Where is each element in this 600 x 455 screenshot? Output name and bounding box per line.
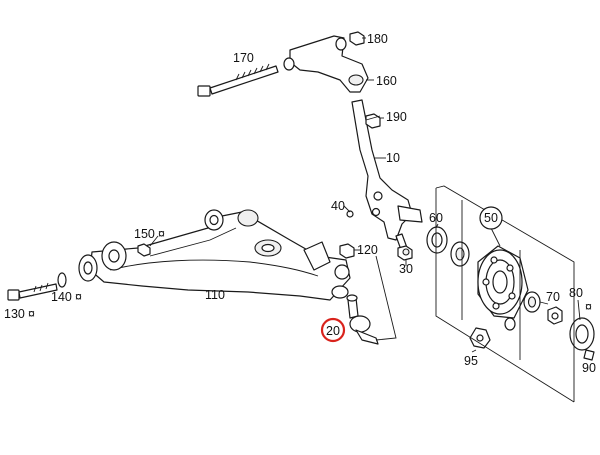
dust-cap — [569, 317, 595, 361]
callout-circle-50 — [479, 206, 503, 230]
outer-bearing — [523, 291, 541, 313]
label-130: 130 — [4, 307, 25, 321]
mark-150: ¤ — [158, 227, 165, 241]
label-110: 110 — [205, 288, 225, 302]
mark-140: ¤ — [75, 290, 82, 304]
label-40: 40 — [331, 199, 345, 213]
label-140: 140 — [51, 290, 72, 304]
washer-95 — [469, 327, 491, 349]
nut-120 — [339, 243, 355, 259]
hub-assembly-frame — [435, 185, 575, 403]
label-190: 190 — [386, 110, 407, 124]
nut-180 — [349, 31, 365, 46]
seal-60 — [426, 226, 448, 254]
ball-joint — [346, 294, 379, 345]
part-labels: 170 180 160 190 10 40 150 ¤ 120 30 60 50… — [4, 32, 596, 375]
lower-control-arm — [78, 209, 351, 301]
bolt-40 — [346, 210, 354, 218]
leader-lines — [149, 37, 581, 353]
washer-150 — [137, 243, 151, 257]
wheel-hub — [477, 245, 529, 319]
upper-bolt — [197, 63, 279, 97]
label-160: 160 — [376, 74, 397, 88]
label-150: 150 — [134, 227, 155, 241]
highlight-ring-20 — [320, 317, 346, 343]
label-10: 10 — [386, 151, 400, 165]
mark-80: ¤ — [585, 300, 592, 314]
inner-bearing — [450, 241, 470, 267]
nut-30 — [397, 245, 413, 261]
label-70: 70 — [546, 290, 560, 304]
label-95: 95 — [464, 354, 478, 368]
label-80: 80 — [569, 286, 583, 300]
washer-140 — [57, 272, 67, 288]
label-30: 30 — [399, 262, 413, 276]
label-50: 50 — [484, 211, 498, 225]
label-60: 60 — [429, 211, 443, 225]
mark-130: ¤ — [28, 307, 35, 321]
label-20: 20 — [326, 324, 340, 338]
label-90: 90 — [582, 361, 596, 375]
spacer — [504, 317, 516, 331]
upper-control-arm — [283, 35, 369, 93]
clamp-nut — [547, 306, 563, 325]
label-180: 180 — [367, 32, 388, 46]
label-120: 120 — [357, 243, 378, 257]
lower-bolt — [7, 282, 58, 301]
nut-190 — [365, 113, 381, 129]
label-170: 170 — [233, 51, 254, 65]
